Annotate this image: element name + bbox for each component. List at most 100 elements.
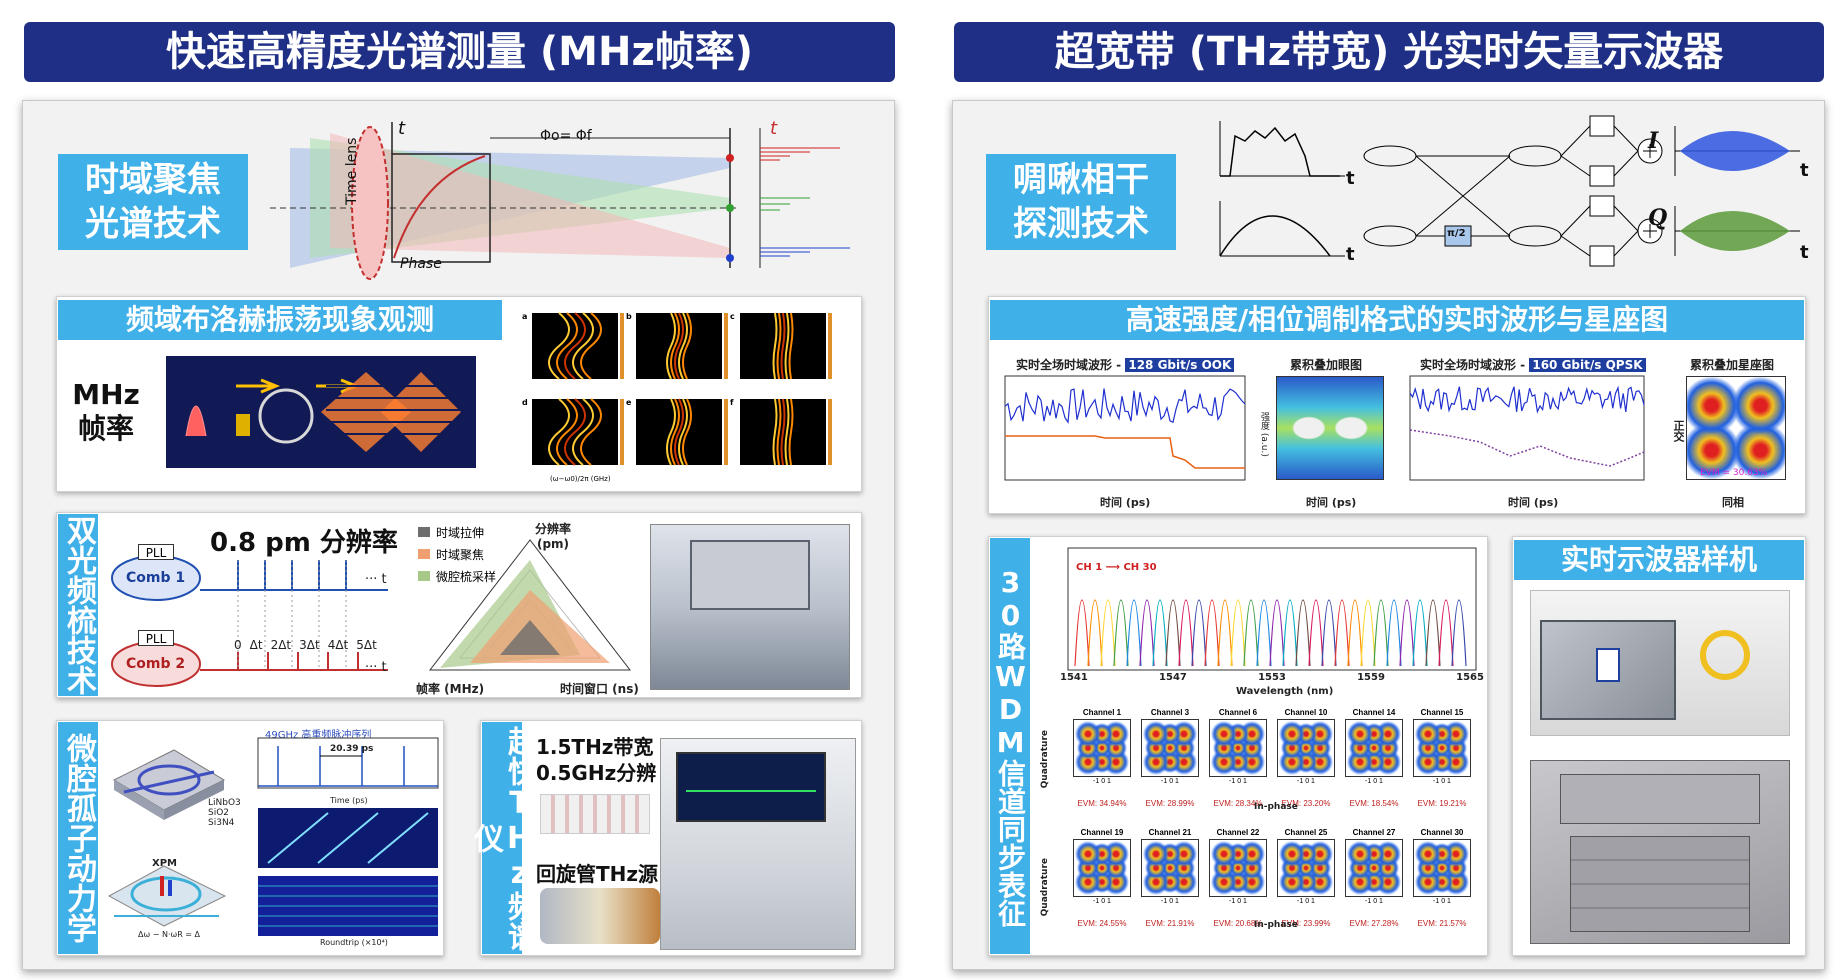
coherent-label: 啁啾相干 探测技术: [986, 154, 1176, 250]
pulse-spacing: 20.39 ps: [330, 744, 374, 754]
wdm-constellation-plot: [1277, 719, 1335, 777]
constellation-ylabel: 正交: [1672, 420, 1685, 442]
wdm-channel-label: Channel 19: [1080, 828, 1124, 837]
prototype-header: 实时示波器样机: [1514, 540, 1804, 580]
wdm-channel-peak: [1438, 599, 1454, 667]
wdm-constellation-cell: Channel 19 -1 0 1 EVM: 24.55%: [1070, 828, 1134, 936]
layer-labels: LiNbO3 SiO2 Si3N4: [208, 798, 241, 828]
wdm-const-ticks: -1 0 1: [1229, 898, 1247, 905]
wdm-channel-label: Channel 10: [1284, 708, 1328, 717]
gyrotron-image: [540, 888, 660, 944]
wdm-channel-peak: [1295, 599, 1311, 667]
prototype-chassis: [1540, 620, 1676, 720]
qpsk-title: 实时全场时域波形 - 160 Gbit/s QPSK: [1420, 356, 1646, 373]
wdm-channel-peak: [1360, 599, 1376, 667]
dual-comb-schematic: [111, 555, 388, 687]
ook-waveform: [1004, 375, 1246, 481]
wdm-channel-peak: [1269, 599, 1285, 667]
wdm-evm: EVM: 28.34%: [1213, 799, 1263, 808]
soliton-spectrum-map: [258, 876, 438, 936]
wdm-constellation-plot: [1413, 719, 1471, 777]
wdm-evm: EVM: 24.55%: [1077, 919, 1127, 928]
wdm-inphase-label-1: In-phase: [1254, 802, 1298, 812]
wdm-channel-label: Channel 21: [1148, 828, 1192, 837]
pll1-box: PLL: [138, 544, 174, 560]
comb1-dots: ··· t: [365, 572, 387, 587]
coh-t4: t: [1800, 242, 1809, 263]
wdm-channel-peak: [1243, 599, 1259, 667]
bloch-panel-letter: b: [626, 312, 632, 321]
wdm-channel-peak: [1113, 599, 1129, 667]
wdm-const-ticks: -1 0 1: [1093, 898, 1111, 905]
wdm-const-ticks: -1 0 1: [1365, 898, 1383, 905]
bloch-mhz: MHz 帧率: [66, 378, 146, 446]
soliton-time-map: [258, 808, 438, 868]
wdm-xtick: 1565: [1456, 672, 1484, 683]
bloch-mhz-line1: MHz: [72, 378, 140, 411]
wdm-channel-label: Channel 14: [1352, 708, 1396, 717]
wdm-quad-label-2: Quadrature: [1040, 858, 1050, 917]
pulse-time-label: Time (ps): [330, 796, 368, 805]
wdm-constellation-plot: [1277, 839, 1335, 897]
time-focus-label-line1: 时域聚焦: [85, 160, 221, 200]
pulse-chart-title: 49GHz 高重频脉冲序列: [265, 730, 372, 741]
coherent-line2: 探测技术: [1013, 204, 1149, 244]
radar-right-label: 时间窗口 (ns): [560, 682, 639, 696]
eye-xlabel: 时间 (ps): [1306, 496, 1357, 509]
tf-t-right: t: [770, 118, 778, 139]
eye-diagram: [1276, 376, 1384, 480]
tf-lens: Time lens: [344, 137, 360, 205]
wdm-evm: EVM: 28.99%: [1145, 799, 1195, 808]
radar-chart: [428, 539, 632, 671]
wdm-spectrum-chart: [1067, 547, 1477, 671]
bloch-panel-letter: a: [522, 312, 527, 321]
bloch-panel: e: [626, 398, 728, 466]
prototype-cad-front: [1560, 774, 1760, 824]
wdm-channel-label: Channel 15: [1420, 708, 1464, 717]
ook-badge: 128 Gbit/s OOK: [1125, 358, 1235, 372]
radar-left-label: 帧率 (MHz): [416, 682, 485, 696]
ook-title-prefix: 实时全场时域波形 -: [1016, 358, 1122, 372]
comb2-label: Comb 2: [126, 656, 186, 672]
constellation-title: 累积叠加星座图: [1690, 358, 1775, 372]
coh-i: I: [1648, 128, 1659, 154]
coh-hybrid: π/2: [1447, 228, 1466, 239]
coh-t1: t: [1346, 168, 1355, 189]
wdm-channel-peak: [1139, 599, 1155, 667]
ook-title: 实时全场时域波形 - 128 Gbit/s OOK: [1016, 356, 1235, 373]
wdm-channel-peak: [1087, 599, 1103, 667]
wdm-arrow-to: CH 30: [1123, 562, 1157, 573]
wdm-const-ticks: -1 0 1: [1229, 778, 1247, 785]
wdm-arrow: CH 1 ⟶ CH 30: [1076, 562, 1157, 573]
thz-line1: 1.5THz带宽: [536, 735, 654, 759]
wdm-channel-label: Channel 1: [1082, 708, 1122, 717]
wdm-const-ticks: -1 0 1: [1093, 778, 1111, 785]
left-title: 快速高精度光谱测量 (MHz帧率): [24, 22, 895, 82]
thz-source: 回旋管THz源: [536, 862, 659, 886]
modulation-header: 高速强度/相位调制格式的实时波形与星座图: [990, 300, 1804, 340]
wdm-evm: EVM: 23.99%: [1281, 919, 1331, 928]
delay-1: Δt: [249, 638, 263, 652]
wdm-constellation-plot: [1141, 719, 1199, 777]
coh-t2: t: [1346, 244, 1355, 265]
qpsk-title-prefix: 实时全场时域波形 -: [1420, 358, 1526, 372]
qpsk-waveform: [1409, 375, 1645, 481]
delay-labels: 0 Δt 2Δt 3Δt 4Δt 5Δt: [234, 638, 377, 652]
right-title: 超宽带 (THz带宽) 光实时矢量示波器: [954, 22, 1824, 82]
delay-4: 4Δt: [327, 638, 349, 652]
wdm-channel-peak: [1256, 599, 1272, 667]
xpm-eq: Δω − N·ωR = Δ: [138, 930, 201, 939]
constellation-plot: [1686, 376, 1786, 480]
wdm-channel-peak: [1386, 599, 1402, 667]
wdm-constellation-plot: [1073, 839, 1131, 897]
wdm-channel-label: Channel 22: [1216, 828, 1260, 837]
wdm-constellation-plot: [1141, 839, 1199, 897]
wdm-evm: EVM: 34.94%: [1077, 799, 1127, 808]
tf-phase: Phase: [400, 256, 442, 272]
